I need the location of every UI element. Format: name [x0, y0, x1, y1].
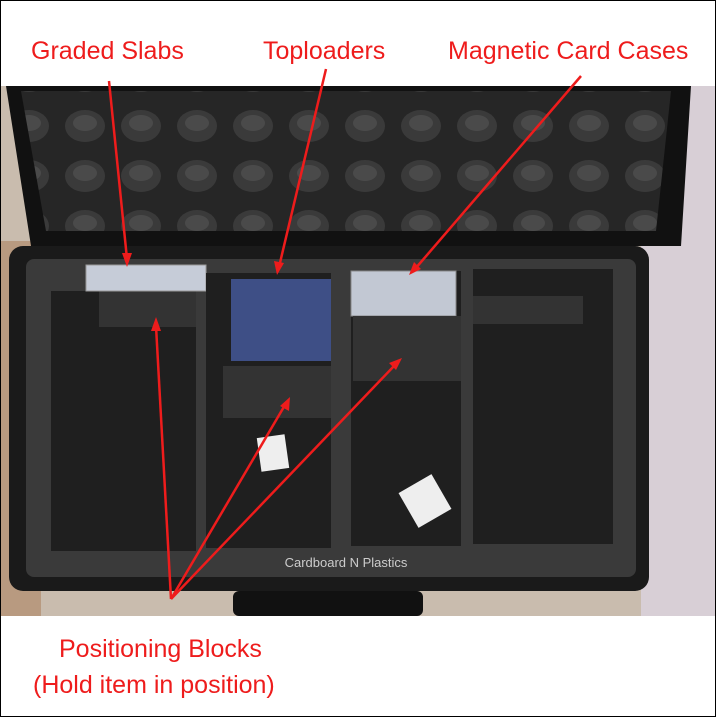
arrow-block-2 — [169, 404, 287, 600]
label-toploaders: Toploaders — [263, 37, 386, 65]
label-graded-slabs: Graded Slabs — [31, 37, 184, 65]
positioning-block — [223, 366, 331, 418]
arrow-toploaders — [277, 68, 328, 268]
arrow-block-3 — [170, 364, 396, 600]
arrow-graded-slabs — [107, 80, 129, 260]
magnetic-cases — [350, 270, 457, 317]
toploaders-stack — [231, 279, 331, 361]
label-hold-in-position: (Hold item in position) — [33, 671, 275, 699]
label-positioning-blocks: Positioning Blocks — [59, 635, 262, 663]
positioning-block — [353, 316, 461, 381]
graded-slab — [85, 264, 207, 292]
compartment-slabs — [51, 291, 196, 551]
label-magnetic-card-cases: Magnetic Card Cases — [448, 37, 689, 65]
arrow-block-1 — [154, 325, 173, 600]
case-engraving: Cardboard N Plastics — [285, 555, 408, 570]
arrow-magnetic — [414, 75, 582, 270]
case-handle — [233, 591, 423, 616]
annotation-arrows — [107, 68, 582, 600]
egg-crate-foam — [21, 91, 671, 231]
